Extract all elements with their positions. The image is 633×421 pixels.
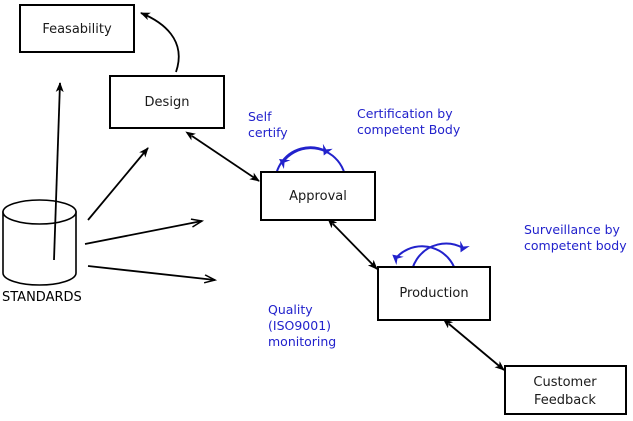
node-production[interactable]: Production — [377, 266, 491, 321]
node-design-box — [109, 75, 225, 129]
node-customer-feedback-box — [504, 365, 627, 415]
edge-standards-to-approval — [84, 221, 202, 245]
node-approval-label: Approval — [289, 189, 347, 204]
edge-standards-to-production — [87, 265, 215, 280]
loop-quality-label-line1: Quality — [268, 302, 313, 317]
edge-design-to-feasability — [140, 12, 180, 73]
node-customer-feedback-label-line2: Feedback — [534, 393, 596, 408]
loop-quality-label-line2: (ISO9001) — [268, 318, 331, 333]
loop-self-certify-label-line1: Self — [248, 109, 272, 124]
node-customer-feedback[interactable]: Customer Feedback — [504, 365, 627, 415]
loop-surveillance-label-line2: competent body — [524, 238, 627, 253]
node-production-box — [377, 266, 491, 321]
node-customer-feedback-label-line1: Customer — [533, 375, 597, 390]
edge-production-customer-feedback — [442, 318, 505, 371]
node-approval-box — [260, 171, 376, 221]
loop-certification-label-line2: competent Body — [357, 122, 461, 137]
cylinder-top — [2, 199, 77, 225]
loop-certification-label-line1: Certification by — [357, 106, 453, 121]
node-design-label: Design — [145, 95, 190, 110]
node-feasability[interactable]: Feasability — [19, 4, 135, 53]
node-standards-label: STANDARDS — [2, 290, 82, 305]
node-approval[interactable]: Approval — [260, 171, 376, 221]
loop-quality-label-line3: monitoring — [268, 334, 336, 349]
loop-surveillance-label-line1: Surveillance by — [524, 222, 621, 237]
loop-self-certify-label-line2: certify — [248, 125, 288, 140]
cylinder-body — [2, 211, 77, 286]
edge-standards-to-design — [87, 147, 149, 221]
node-standards[interactable]: STANDARDS — [2, 199, 82, 305]
edge-standards-to-feasability — [53, 82, 64, 261]
node-feasability-box — [19, 4, 135, 53]
node-feasability-label: Feasability — [42, 22, 112, 37]
node-design[interactable]: Design — [109, 75, 225, 129]
node-production-label: Production — [399, 286, 468, 301]
edge-design-approval — [185, 131, 260, 182]
edge-approval-production — [327, 218, 378, 270]
